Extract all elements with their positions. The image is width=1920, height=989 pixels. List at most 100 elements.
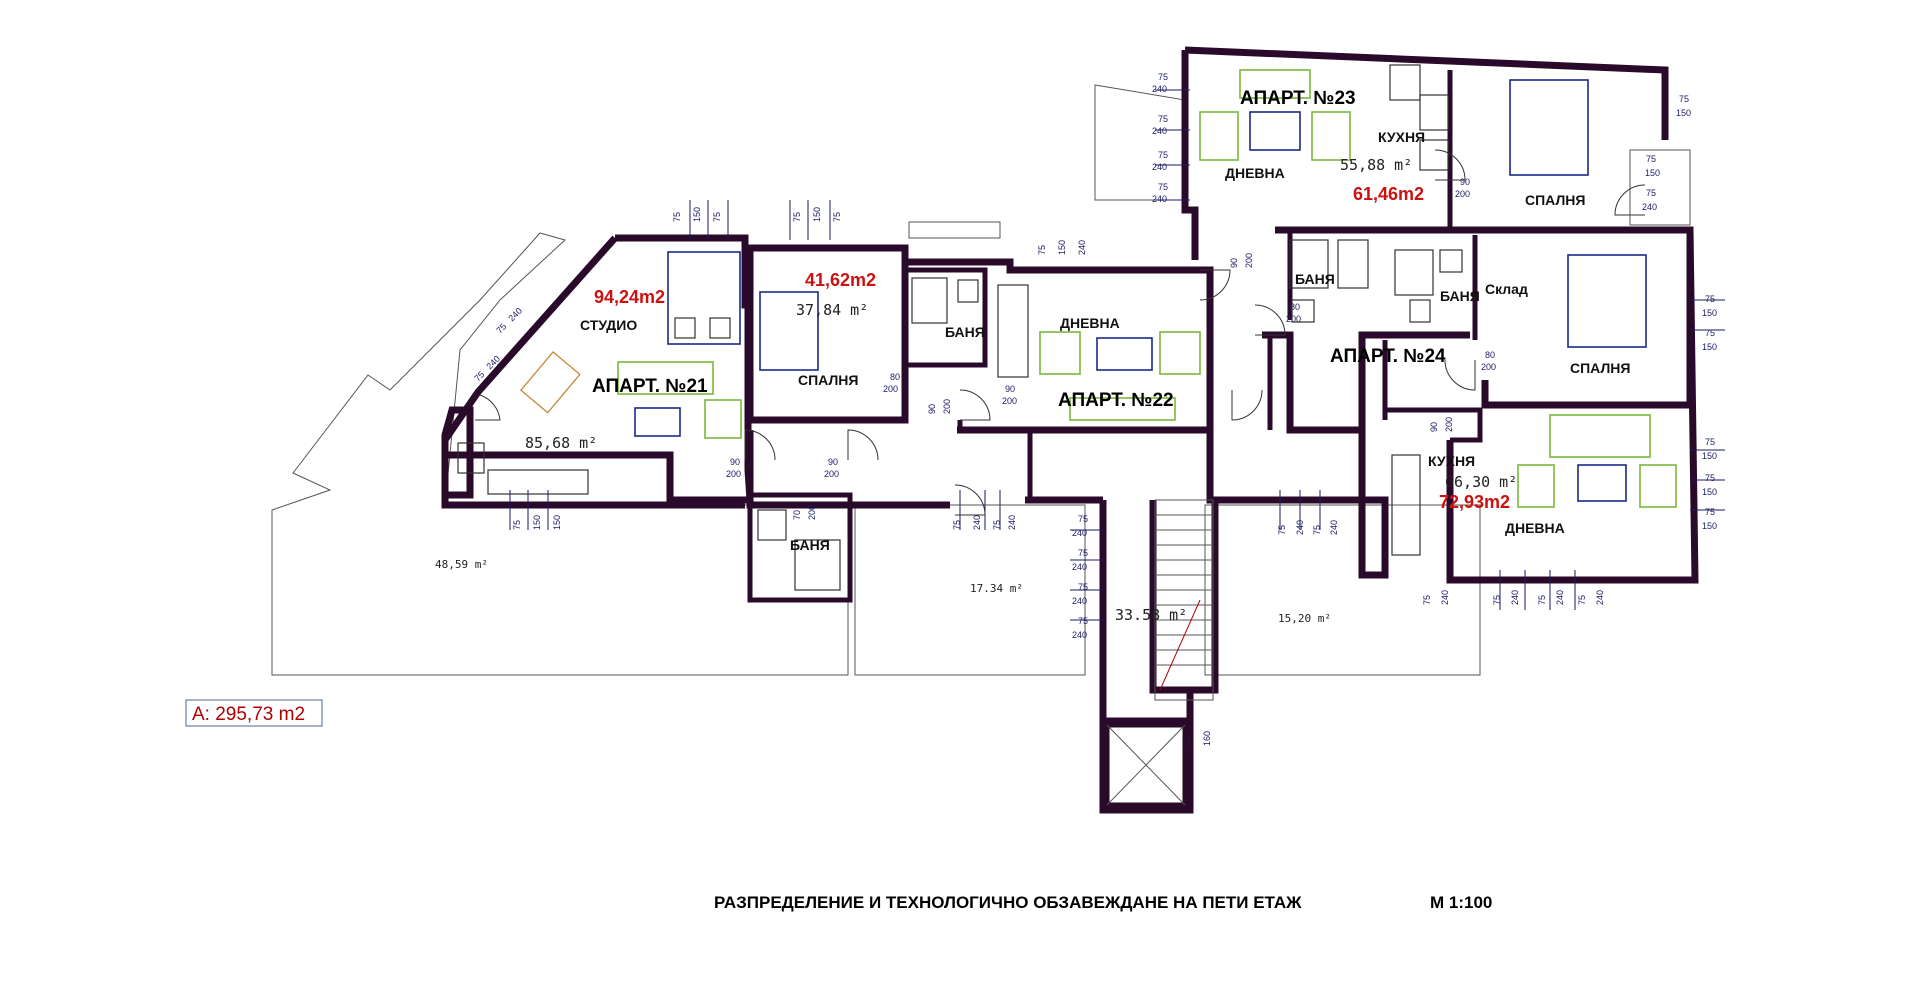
walls <box>441 46 1699 814</box>
svg-text:240: 240 <box>1152 162 1167 172</box>
svg-text:240: 240 <box>1077 240 1087 255</box>
svg-text:200: 200 <box>824 469 839 479</box>
gross-area: 61,46m2 <box>1353 184 1424 204</box>
svg-text:75: 75 <box>1158 182 1168 192</box>
svg-text:240: 240 <box>1595 590 1605 605</box>
net-area: 66,30 m² <box>1445 473 1517 491</box>
svg-text:75: 75 <box>1037 245 1047 255</box>
title-text: РАЗПРЕДЕЛЕНИЕ И ТЕХНОЛОГИЧНО ОБЗАВЕЖДАНЕ… <box>714 893 1302 912</box>
svg-text:150: 150 <box>1702 342 1717 352</box>
terrace-area: 17.34 m² <box>970 582 1023 595</box>
gross-area: 94,24m2 <box>594 287 665 307</box>
svg-text:200: 200 <box>1444 417 1454 432</box>
svg-text:150: 150 <box>812 207 822 222</box>
room-labels: СТУДИО СПАЛНЯ БАНЯ ДНЕВНА БАНЯ ДНЕВНА КУ… <box>580 129 1630 553</box>
svg-text:75: 75 <box>1646 188 1656 198</box>
svg-text:240: 240 <box>1072 562 1087 572</box>
svg-text:90: 90 <box>927 404 937 414</box>
svg-text:240: 240 <box>1555 590 1565 605</box>
svg-text:200: 200 <box>1455 189 1470 199</box>
svg-text:75: 75 <box>1679 94 1689 104</box>
svg-text:75: 75 <box>1537 595 1547 605</box>
svg-text:150: 150 <box>1057 240 1067 255</box>
terrace-area: 15,20 m² <box>1278 612 1331 625</box>
svg-text:90: 90 <box>730 457 740 467</box>
room-label-bedroom: СПАЛНЯ <box>798 372 858 388</box>
svg-text:75: 75 <box>1705 294 1715 304</box>
svg-text:75: 75 <box>672 212 682 222</box>
svg-text:75: 75 <box>1705 507 1715 517</box>
svg-text:70: 70 <box>792 510 802 520</box>
svg-text:240: 240 <box>1329 520 1339 535</box>
svg-text:240: 240 <box>1440 590 1450 605</box>
room-label-bedroom: СПАЛНЯ <box>1570 360 1630 376</box>
terrace-area: 48,59 m² <box>435 558 488 571</box>
svg-text:150: 150 <box>552 515 562 530</box>
apartment-name: АПАРТ. №24 <box>1330 346 1446 367</box>
svg-text:75: 75 <box>1646 154 1656 164</box>
svg-text:80: 80 <box>890 372 900 382</box>
room-label-bathroom: БАНЯ <box>1295 271 1335 287</box>
svg-text:150: 150 <box>532 515 542 530</box>
svg-text:200: 200 <box>883 384 898 394</box>
room-label-studio: СТУДИО <box>580 317 637 333</box>
svg-text:75: 75 <box>1158 150 1168 160</box>
room-label-bathroom: БАНЯ <box>1440 288 1480 304</box>
gross-area: 72,93m2 <box>1439 492 1510 512</box>
svg-text:80: 80 <box>1290 302 1300 312</box>
doors <box>475 149 1646 516</box>
svg-text:240: 240 <box>1152 84 1167 94</box>
svg-text:150: 150 <box>1702 451 1717 461</box>
svg-text:90: 90 <box>1229 258 1239 268</box>
svg-text:75: 75 <box>832 212 842 222</box>
net-area: 55,88 m² <box>1340 156 1412 174</box>
svg-text:200: 200 <box>942 399 952 414</box>
apartment-name: АПАРТ. №21 <box>592 376 708 397</box>
apartment-names: АПАРТ. №21 АПАРТ. №22 АПАРТ. №23 АПАРТ. … <box>592 88 1446 411</box>
svg-text:90: 90 <box>828 457 838 467</box>
svg-text:75: 75 <box>952 520 962 530</box>
svg-text:240: 240 <box>1295 520 1305 535</box>
elevator <box>1104 722 1188 808</box>
svg-text:200: 200 <box>1286 314 1301 324</box>
svg-text:75: 75 <box>712 212 722 222</box>
svg-text:75: 75 <box>1422 595 1432 605</box>
apartment-name: АПАРТ. №22 <box>1058 390 1174 411</box>
svg-text:75: 75 <box>1078 514 1088 524</box>
svg-text:150: 150 <box>1702 487 1717 497</box>
svg-text:75: 75 <box>1705 437 1715 447</box>
svg-text:240: 240 <box>1510 590 1520 605</box>
svg-text:240: 240 <box>1072 596 1087 606</box>
svg-text:150: 150 <box>1702 308 1717 318</box>
window-markers <box>509 89 1725 621</box>
room-label-storage: Склад <box>1485 281 1528 297</box>
net-area: 37,84 m² <box>796 301 868 319</box>
svg-text:240: 240 <box>1152 126 1167 136</box>
svg-text:200: 200 <box>807 505 817 520</box>
svg-text:75: 75 <box>1492 595 1502 605</box>
furniture <box>457 64 1677 591</box>
svg-text:75: 75 <box>1277 525 1287 535</box>
room-label-living: ДНЕВНА <box>1505 520 1565 536</box>
svg-text:75: 75 <box>1705 328 1715 338</box>
scale-text: М 1:100 <box>1430 893 1492 912</box>
svg-text:240: 240 <box>972 515 982 530</box>
svg-text:80: 80 <box>1485 350 1495 360</box>
svg-text:150: 150 <box>1676 108 1691 118</box>
svg-text:75: 75 <box>1078 582 1088 592</box>
gross-area: 41,62m2 <box>805 270 876 290</box>
room-label-kitchen: КУХНЯ <box>1378 129 1425 145</box>
svg-text:75: 75 <box>1312 525 1322 535</box>
net-area: 85,68 m² <box>525 434 597 452</box>
svg-text:90: 90 <box>1460 177 1470 187</box>
svg-text:150: 150 <box>692 207 702 222</box>
room-label-living: ДНЕВНА <box>1060 315 1120 331</box>
svg-text:240: 240 <box>1642 202 1657 212</box>
svg-text:240: 240 <box>1072 528 1087 538</box>
svg-text:75: 75 <box>1078 616 1088 626</box>
svg-text:90: 90 <box>1005 384 1015 394</box>
terrace-area: 33.58 m² <box>1115 606 1187 624</box>
svg-text:75: 75 <box>792 212 802 222</box>
area-labels: 94,24m2 85,68 m² 41,62m2 37,84 m² 61,46m… <box>435 156 1517 625</box>
